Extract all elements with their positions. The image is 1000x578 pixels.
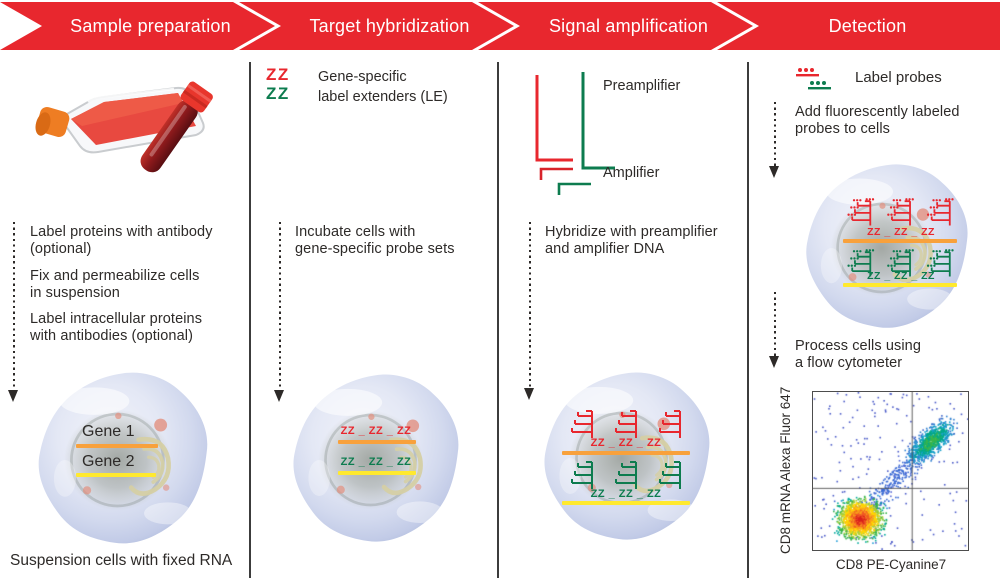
banner-step-target-hybridization: Target hybridization <box>239 2 514 50</box>
label-extender-legend: Gene-specific label extenders (LE) <box>318 69 448 105</box>
amplification-step: Hybridize with preamplifier and amplifie… <box>545 224 718 258</box>
amplifier-icon <box>539 167 591 195</box>
preamplifier-label: Preamplifier <box>603 78 681 94</box>
culture-flask-icon <box>35 86 205 154</box>
banner-step-detection: Detection <box>717 2 1000 50</box>
down-arrow-dotted <box>768 292 780 368</box>
banner-step-label: Sample preparation <box>70 15 231 36</box>
process-banner: Sample preparation Target hybridization … <box>0 2 1000 50</box>
probe-row-red: ZZ _ ZZ _ ZZ <box>340 425 412 437</box>
labeled-amplifier-tree-red <box>845 197 957 227</box>
gene1-label: Gene 1 <box>82 423 135 440</box>
probe-row-green: ZZ _ ZZ _ ZZ <box>590 488 662 500</box>
gene2-rna-line <box>76 473 156 477</box>
probe-row-red: ZZ _ ZZ _ ZZ <box>590 437 662 449</box>
banner-step-label: Detection <box>828 15 907 36</box>
label-extender-red-icon: ZZ <box>266 65 290 84</box>
column-divider <box>497 62 499 578</box>
banner-step-sample-preparation: Sample preparation <box>0 2 275 50</box>
sample-prep-caption: Suspension cells with fixed RNA <box>10 552 233 569</box>
label-extender-green-icon: ZZ <box>266 84 290 103</box>
gene2-rna-line <box>843 283 957 287</box>
down-arrow-dotted <box>273 222 285 402</box>
cell-with-amplifiers-illustration <box>535 368 717 548</box>
sample-prep-step-3: Label intracellular proteins with antibo… <box>30 311 203 345</box>
banner-step-signal-amplification: Signal amplification <box>478 2 753 50</box>
gene1-rna-line <box>562 451 690 455</box>
label-probes-icon <box>796 68 831 90</box>
gene1-rna-line <box>338 440 416 444</box>
banner-step-label: Target hybridization <box>309 15 470 36</box>
probe-row-green: ZZ _ ZZ _ ZZ <box>867 270 935 282</box>
hybridization-step: Incubate cells with gene-specific probe … <box>295 224 455 258</box>
amplifier-tree-green <box>571 461 681 489</box>
probe-row-green: ZZ _ ZZ _ ZZ <box>340 456 412 468</box>
sample-prep-step-1: Label proteins with antibody (optional) <box>30 224 213 258</box>
gene1-rna-line <box>843 239 957 243</box>
label-probes-legend: Label probes <box>855 69 942 86</box>
gene2-rna-line <box>562 501 690 505</box>
flow-plot-y-axis-label: CD8 mRNA Alexa Fluor 647 <box>778 386 793 554</box>
down-arrow-dotted <box>7 222 19 402</box>
blood-tube-icon <box>140 81 213 173</box>
flow-cytometry-plot <box>812 391 969 551</box>
column-divider <box>747 62 749 578</box>
flow-plot-x-axis-label: CD8 PE-Cyanine7 <box>835 557 947 572</box>
down-arrow-dotted <box>523 222 535 400</box>
flow-plot-canvas <box>813 392 968 550</box>
sample-prep-step-2: Fix and permeabilize cells in suspension <box>30 268 200 302</box>
amplifier-tree-red <box>571 410 681 438</box>
down-arrow-dotted <box>768 102 780 178</box>
detection-step-process: Process cells using a flow cytometer <box>795 338 922 372</box>
banner-step-label: Signal amplification <box>548 15 709 36</box>
gene2-label: Gene 2 <box>82 453 135 470</box>
probe-row-red: ZZ _ ZZ _ ZZ <box>867 226 935 238</box>
detection-step-add: Add fluorescently labeled probes to cell… <box>795 104 960 138</box>
preamplifier-icon <box>535 72 615 170</box>
amplifier-label: Amplifier <box>603 165 660 181</box>
column-divider <box>249 62 251 578</box>
gene1-rna-line <box>76 444 158 448</box>
culture-flask-and-blood-tube-illustration <box>35 81 213 173</box>
gene2-rna-line <box>338 471 416 475</box>
